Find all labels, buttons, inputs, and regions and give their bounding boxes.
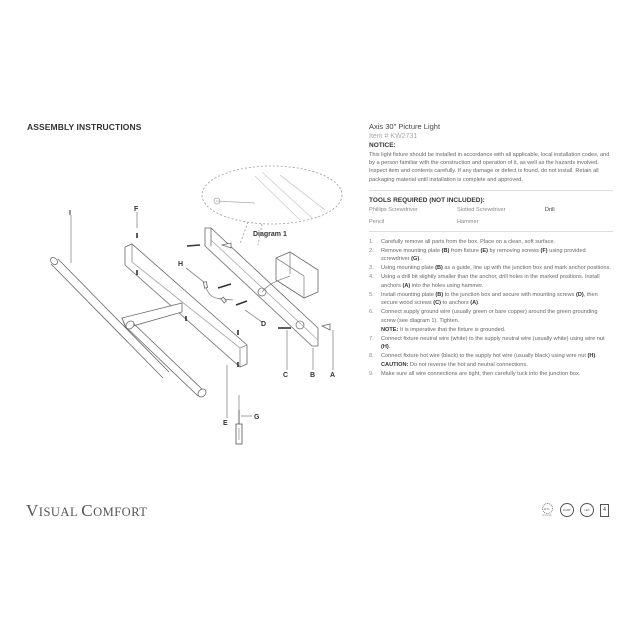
- item-number: Item # KW2731: [369, 133, 418, 140]
- step-number: 4.: [369, 274, 374, 280]
- instruction-step: 3. Using mounting plate (B) as a guide, l…: [369, 264, 613, 273]
- label-e: E: [223, 420, 228, 427]
- assembly-diagram: Diagram 1 I F H D C B A E G: [50, 165, 343, 445]
- anchor-a: [320, 323, 331, 331]
- step-note: NOTE: It is imperative that the fixture …: [381, 326, 506, 333]
- instruction-step: 9. Make sure all wire connections are tig…: [369, 370, 613, 379]
- led-icon: LED: [580, 503, 594, 517]
- tool-item: Drill: [545, 206, 555, 213]
- step-text: Connect supply ground wire (usually gree…: [381, 308, 613, 334]
- section-heading: ASSEMBLY INSTRUCTIONS: [27, 122, 142, 132]
- step-text: Install mounting plate (B) to the juncti…: [381, 291, 598, 307]
- notice-body: This light fixture should be installed i…: [369, 152, 610, 183]
- label-f: F: [134, 206, 139, 213]
- instruction-step: 7. Connect fixture neutral wire (white) t…: [369, 335, 613, 353]
- brand-logo: VISUAL COMFORT: [26, 501, 148, 520]
- instruction-step: 8. Connect fixture hot wire (black) to th…: [369, 352, 613, 370]
- label-a: A: [330, 372, 335, 379]
- tool-item: Slotted Screwdriver: [457, 206, 506, 213]
- anchor-top: [220, 242, 232, 249]
- step-number: 7.: [369, 335, 374, 342]
- label-c: C: [283, 372, 288, 379]
- divider: [369, 189, 613, 191]
- wire-nut: [220, 296, 228, 304]
- instruction-step: 4. Using a drill bit slightly smaller tha…: [369, 273, 613, 291]
- instruction-step: 2. Remove mounting plate (B) from fixture…: [369, 247, 613, 265]
- light-bar-i: [50, 257, 170, 379]
- label-d: D: [261, 321, 266, 328]
- light-bar-lower: [125, 320, 207, 398]
- divider: [369, 230, 613, 232]
- instruction-step: 6. Connect supply ground wire (usually gr…: [369, 308, 613, 334]
- step-text: Using a drill bit slightly smaller than …: [381, 274, 600, 289]
- tools-heading: TOOLS REQUIRED (NOT INCLUDED):: [369, 196, 485, 204]
- instruction-step: 5. Install mounting plate (B) to the junc…: [369, 291, 613, 309]
- mounting-screw: [186, 244, 201, 247]
- step-number: 3.: [369, 265, 374, 272]
- step-number: 6.: [369, 309, 374, 316]
- certification-badges: ETL INTERTEK DAMP LED 4: [540, 503, 609, 517]
- damp-rated-icon: DAMP: [560, 503, 574, 517]
- step-text: Remove mounting plate (B) from fixture (…: [381, 247, 586, 263]
- notice-label: NOTICE:: [369, 142, 396, 149]
- label-i: I: [69, 210, 71, 217]
- diagram-1-label: Diagram 1: [253, 231, 287, 238]
- step-number: 8.: [369, 353, 374, 360]
- step-number: 2.: [369, 247, 374, 254]
- label-h: H: [178, 261, 183, 268]
- step-number: 9.: [369, 370, 374, 377]
- wire-nut-h: [203, 281, 208, 289]
- etl-listed-icon: ETL INTERTEK: [540, 503, 554, 517]
- tools-list: Phillips Screwdriver Slotted Screwdriver…: [369, 207, 613, 225]
- instruction-steps: 1. Carefully remove all parts from the bo…: [369, 238, 613, 379]
- instruction-step: 1. Carefully remove all parts from the bo…: [369, 238, 613, 247]
- step-text: Using mounting plate (B) as a guide, lin…: [381, 265, 611, 272]
- step-text: Connect fixture hot wire (black) to the …: [381, 352, 613, 370]
- step-text: Carefully remove all parts from the box.…: [381, 238, 556, 245]
- title-24-icon: 4: [600, 503, 609, 517]
- diagram-1-callout: [201, 165, 343, 225]
- product-title: Axis 30" Picture Light: [369, 122, 441, 131]
- step-number: 1.: [369, 238, 374, 245]
- step-note: CAUTION: Do not reverse the hot and neut…: [381, 361, 528, 368]
- label-g: G: [254, 414, 260, 421]
- junction-box: [275, 251, 319, 299]
- tool-item: Pencil: [369, 218, 385, 225]
- step-number: 5.: [369, 291, 374, 298]
- instructions-column: Axis 30" Picture Light Item # KW2731 NOT…: [369, 122, 613, 379]
- tool-item: Hammer: [457, 218, 479, 225]
- label-b: B: [310, 372, 315, 379]
- mounting-screw-d2: [235, 300, 248, 306]
- step-text: Make sure all wire connections are tight…: [381, 370, 581, 377]
- tool-item: Phillips Screwdriver: [369, 206, 418, 213]
- step-text: Connect fixture neutral wire (white) to …: [381, 335, 605, 351]
- mounting-screw-d1: [217, 283, 232, 289]
